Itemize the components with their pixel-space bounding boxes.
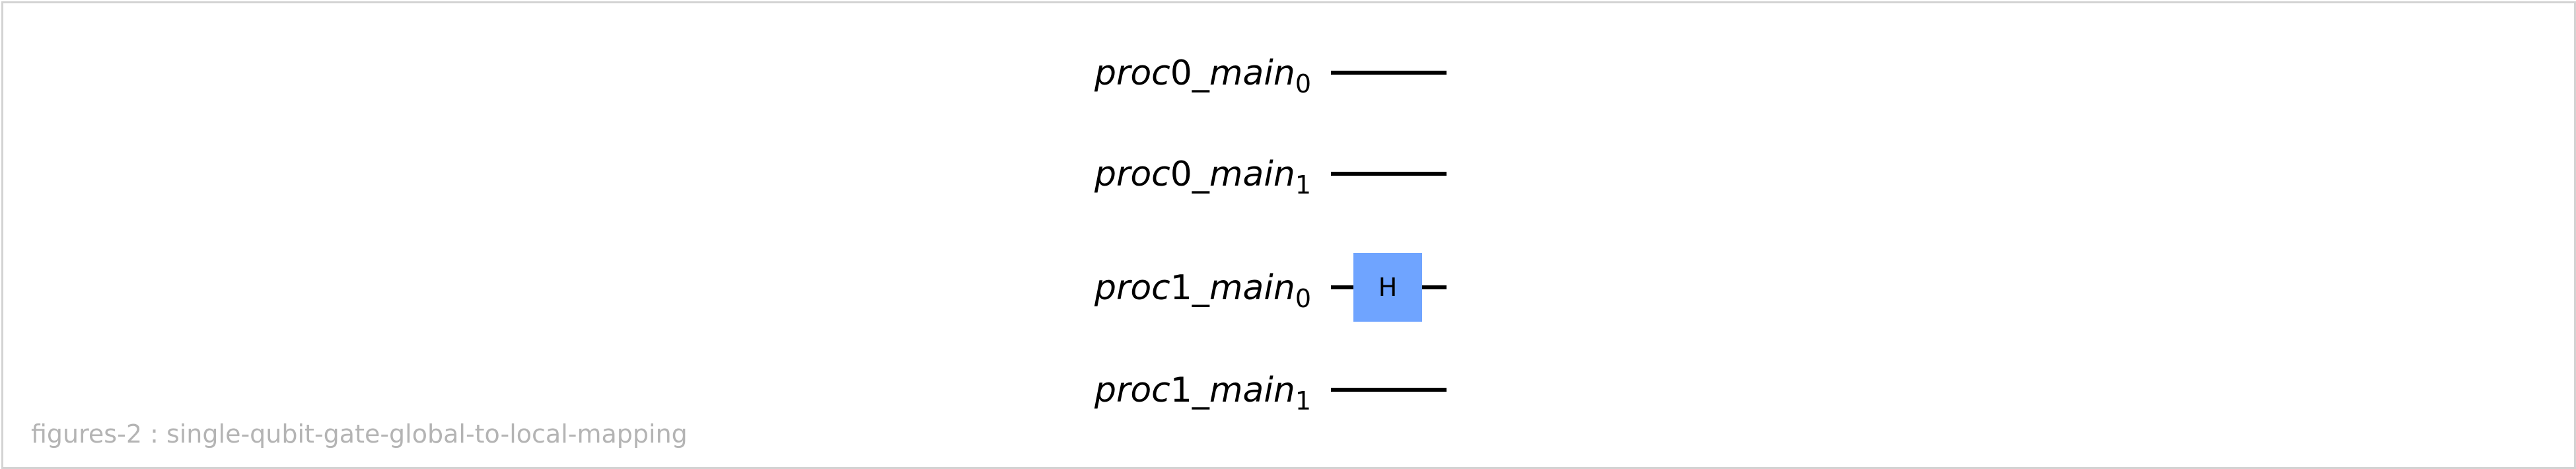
label-separator: _ [1192,155,1210,194]
label-separator: _ [1192,371,1210,410]
label-proc-index: 1 [1170,268,1192,308]
qubit-label: proc0_main1 [1094,155,1311,199]
gates: H [1353,253,1422,322]
label-subscript: 1 [1295,170,1311,199]
h-gate: H [1353,253,1422,322]
qubit-wires [1331,71,1447,392]
label-proc: proc [1094,155,1170,194]
label-subscript: 0 [1295,69,1311,98]
gate-box [1353,253,1422,322]
label-name: main [1209,371,1295,410]
label-name: main [1209,54,1295,93]
qubit-label: proc0_main0 [1094,54,1311,98]
qubit-label: proc1_main1 [1094,371,1311,415]
label-proc: proc [1094,54,1170,93]
qubit-label: proc1_main0 [1094,268,1311,313]
gate-label: H [1378,273,1398,302]
figure-caption: figures-2 : single-qubit-gate-global-to-… [31,419,688,449]
label-separator: _ [1192,268,1210,308]
label-proc-index: 0 [1170,155,1192,194]
label-name: main [1209,155,1295,194]
label-name: main [1209,268,1295,308]
label-proc-index: 1 [1170,371,1192,410]
label-separator: _ [1192,54,1210,93]
label-subscript: 1 [1295,386,1311,415]
circuit-diagram: proc0_main0proc0_main1proc1_main0proc1_m… [1094,54,1447,415]
label-proc-index: 0 [1170,54,1192,93]
label-proc: proc [1094,268,1170,308]
label-subscript: 0 [1295,284,1311,313]
label-proc: proc [1094,371,1170,410]
qubit-labels: proc0_main0proc0_main1proc1_main0proc1_m… [1094,54,1311,415]
